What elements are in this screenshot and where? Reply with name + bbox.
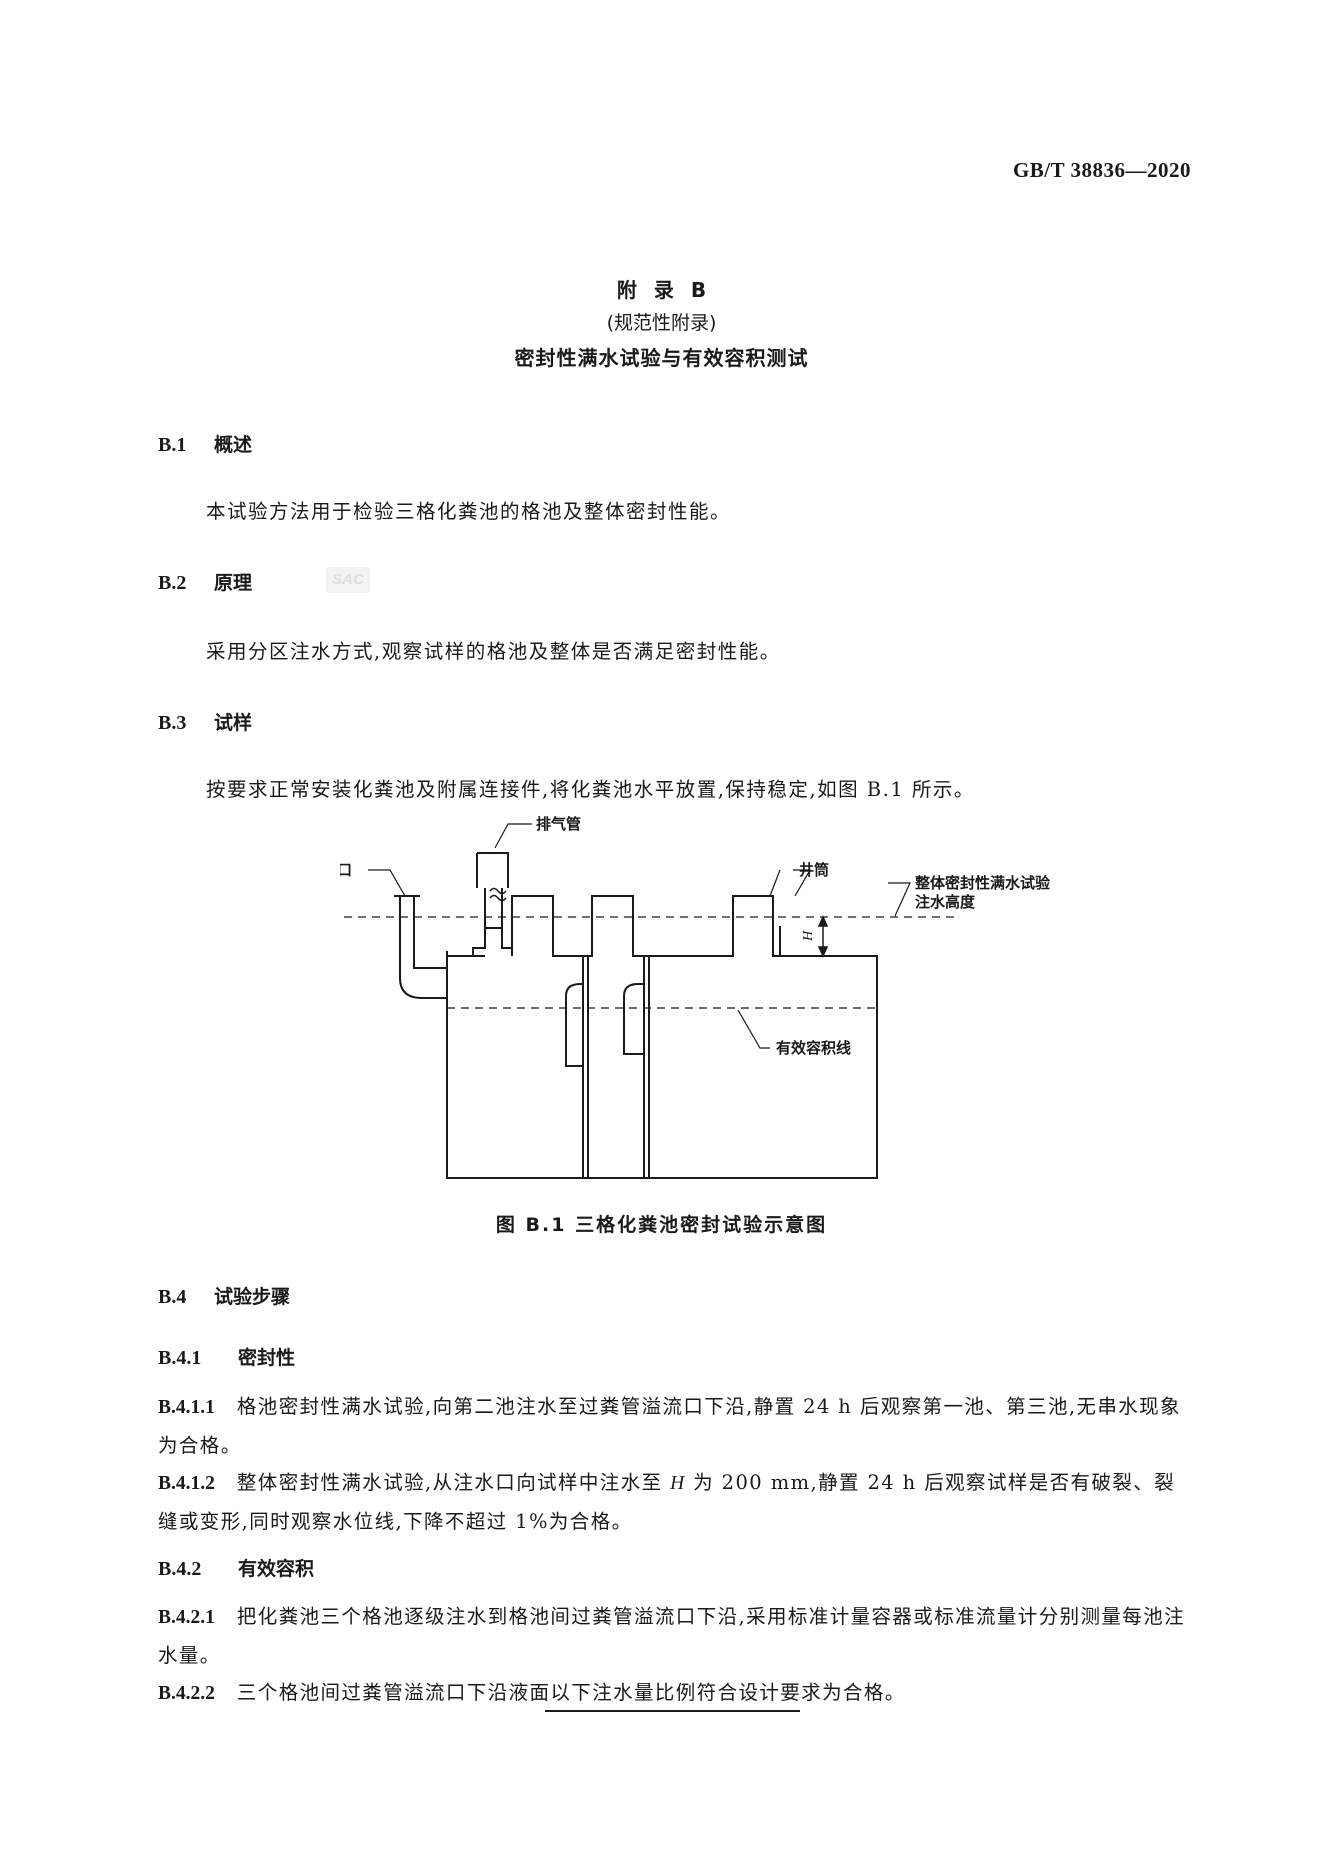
section-number: B.1: [158, 434, 187, 456]
section-title: 试样: [214, 712, 253, 734]
section-number: B.4: [158, 1286, 187, 1308]
overflow-pipe-1: [565, 983, 583, 1067]
section-title: 有效容积: [238, 1558, 315, 1580]
h-dimension-label: H: [801, 930, 816, 942]
section-number: B.3: [158, 712, 187, 734]
partition-1: [582, 956, 589, 1178]
section-title: 密封性: [238, 1347, 296, 1369]
variable-h: H: [670, 1473, 686, 1494]
overflow-pipe-2: [623, 983, 644, 1055]
clause-number: B.4.1.2: [158, 1473, 215, 1494]
clause-number: B.4.1.1: [158, 1397, 215, 1418]
annex-type: (规范性附录): [606, 312, 717, 334]
end-rule: [545, 1710, 800, 1712]
section-heading-b4: B.4 试验步骤: [158, 1282, 290, 1309]
section-heading-b2: B.2 原理: [158, 568, 252, 595]
shaft-label: 井筒: [799, 861, 829, 879]
inlet-pipe: [399, 896, 447, 999]
section-number: B.4.2: [158, 1558, 202, 1580]
section-number: B.2: [158, 572, 187, 594]
section-number: B.4.1: [158, 1347, 202, 1369]
clause-text: 三个格池间过粪管溢流口下沿液面以下注水量比例符合设计要求为合格。: [236, 1681, 906, 1704]
water-height-label-line1: 整体密封性满水试验: [915, 874, 1051, 892]
section-heading-b1: B.1 概述: [158, 430, 252, 457]
standard-number: GB/T 38836—2020: [1012, 158, 1191, 182]
clause-b422: B.4.2.2 三个格池间过粪管溢流口下沿液面以下注水量比例符合设计要求为合格。: [158, 1674, 1188, 1713]
vent-pipe: [484, 888, 503, 948]
clause-number: B.4.2.2: [158, 1683, 215, 1704]
septic-tank-diagram: 注水口 排气管 井筒 整体密封性满水试验 注水高度 有效容积线 H: [340, 815, 1051, 1179]
annex-title: 附 录 B: [616, 278, 707, 302]
partition-2: [643, 956, 650, 1178]
vent-pipe-label: 排气管: [536, 815, 581, 833]
clause-b412: B.4.1.2 整体密封性满水试验,从注水口向试样中注水至 H 为 200 mm,…: [158, 1464, 1188, 1541]
section-text-b1: 本试验方法用于检验三格化粪池的格池及整体密封性能。: [206, 500, 732, 523]
section-heading-b3: B.3 试样: [158, 708, 252, 735]
section-text-b2: 采用分区注水方式,观察试样的格池及整体是否满足密封性能。: [206, 640, 781, 663]
figure-caption: 图 B.1 三格化粪池密封试验示意图: [495, 1214, 828, 1236]
water-height-label-line2: 注水高度: [915, 893, 976, 911]
sac-watermark-logo: SAC: [326, 567, 370, 593]
effective-volume-label: 有效容积线: [776, 1039, 851, 1057]
clause-text: 整体密封性满水试验,从注水口向试样中注水至: [236, 1471, 671, 1494]
clause-text: 把化粪池三个格池逐级注水到格池间过粪管溢流口下沿,采用标准计量容器或标准流量计分…: [158, 1605, 1185, 1667]
clause-number: B.4.2.1: [158, 1607, 215, 1628]
section-heading-b41: B.4.1 密封性: [158, 1343, 295, 1370]
section-heading-b42: B.4.2 有效容积: [158, 1554, 314, 1581]
clause-text: 格池密封性满水试验,向第二池注水至过粪管溢流口下沿,静置 24 h 后观察第一池…: [158, 1395, 1181, 1457]
annex-name: 密封性满水试验与有效容积测试: [514, 346, 809, 370]
inlet-label: 注水口: [340, 861, 352, 879]
section-text-b3: 按要求正常安装化粪池及附属连接件,将化粪池水平放置,保持稳定,如图 B.1 所示…: [206, 778, 975, 801]
tank-outline: [446, 926, 878, 1179]
section-title: 试验步骤: [214, 1286, 291, 1308]
section-title: 概述: [214, 434, 253, 456]
clause-text-continued: 为 200 mm,静置 24 h 后观察试样是否有破裂、裂缝或变形,同时观察水位…: [158, 1471, 1176, 1533]
section-title: 原理: [214, 572, 253, 594]
